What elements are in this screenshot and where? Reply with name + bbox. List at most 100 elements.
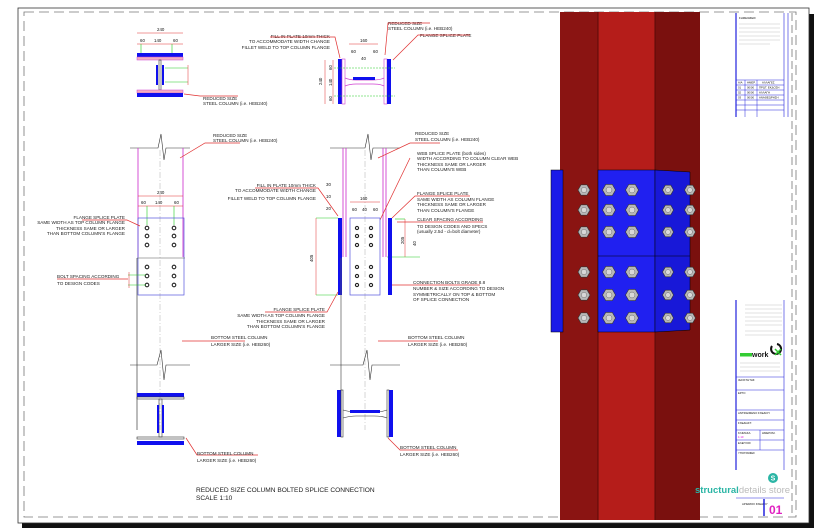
- note-web-splice-plate: WEB SPLICE PLATE (both sides): [417, 151, 486, 156]
- bolt-shank-icon: [628, 206, 636, 214]
- bolt-shank-icon: [687, 292, 693, 298]
- bolt-shank-icon: [581, 269, 587, 275]
- note-web-splice-plate-4: THAN COLUMN'S WEB: [417, 167, 466, 172]
- elevation-right: REDUCED SIZE STEEL COLUMN (i.e. HEB240) …: [228, 131, 518, 430]
- dim-60: 60: [373, 207, 378, 212]
- s-logo-icon: S: [768, 473, 778, 483]
- note-fill-plate-3: FILLET WELD TO TOP COLUMN FLANGE: [228, 196, 316, 201]
- dim-160: 160: [360, 38, 368, 43]
- drawing-title: REDUCED SIZE COLUMN BOLTED SPLICE CONNEC…: [196, 487, 375, 494]
- svg-text:S: S: [771, 476, 776, 483]
- bolt-shank-icon: [628, 291, 636, 299]
- bolt-shank-icon: [605, 206, 613, 214]
- note-web-splice-plate-2: WIDTH ACCORDING TO COLUMN CLEAR WEB: [417, 156, 518, 161]
- scale-label: ΚΛΙΜΑΚΑ: [738, 431, 751, 435]
- bolt-shank-icon: [581, 207, 587, 213]
- note-bottom-column: BOTTOM STEEL COLUMN: [211, 335, 267, 340]
- dim-140: 140: [155, 200, 163, 205]
- rev-cell: 02: [738, 91, 742, 95]
- project-label: ΕΡΓΟ: [738, 391, 746, 395]
- plan-top-right: FILL IN PLATE 10mm THICK TO ACCOMMODATE …: [242, 21, 471, 105]
- note-flange-splice-plate-2: SAME WIDTH AS TOP COLUMN FLANGE: [37, 220, 125, 225]
- note-clear-spacing: CLEAR SPACING ACCORDING: [417, 217, 483, 222]
- dim-60: 60: [173, 38, 178, 43]
- note-bottom-column-2: LARGER SIZE (i.e. HEB260): [408, 342, 468, 347]
- note-reduced-size-2: STEEL COLUMN (i.e. HEB240): [415, 137, 480, 142]
- note-flange-splice-plate-4: THAN COLUMN'S FLANGE: [417, 208, 474, 213]
- note-flange-splice-plate-3: THICKNESS SAME OR LARGER: [256, 319, 326, 324]
- bolt-shank-icon: [665, 269, 671, 275]
- rev-header: A/A: [738, 81, 743, 85]
- bolt-shank-icon: [665, 315, 671, 321]
- rev-cell: 03: [738, 96, 742, 100]
- scale-value: 1:10: [738, 435, 744, 439]
- dim-60: 60: [352, 207, 357, 212]
- title-block: ΣΗΜΕΙΩΣΕΙΣ A/A ΗΜΕΡ. ΑΛΛΑΓΕΣ 01 00/00 ΠΡ…: [695, 13, 793, 517]
- note-reduced-size: REDUCED SIZE: [388, 21, 422, 26]
- note-bolt-spacing: BOLT SPACING ACCORDING: [57, 274, 120, 279]
- company-logo-text: work: [751, 352, 768, 359]
- elevation-left: REDUCED SIZE STEEL COLUMN (i.e. HEB240) …: [37, 133, 278, 430]
- note-reduced-size: REDUCED SIZE: [213, 133, 247, 138]
- note-flange-splice-plate-4: THAN BOTTOM COLUMN'S FLANGE: [247, 324, 325, 329]
- dim-40: 40: [412, 241, 417, 246]
- dim-60: 60: [140, 38, 145, 43]
- note-web-splice-plate-3: THICKNESS SAME OR LARGER: [417, 162, 487, 167]
- rev-header: ΗΜΕΡ.: [747, 81, 756, 85]
- bolt-shank-icon: [605, 291, 613, 299]
- plan-bottom-right: BOTTOM STEEL COLUMN LARGER SIZE (i.e. HE…: [337, 389, 460, 457]
- plan-top-left: 240 60 140 60 REDUCED SIZE STEEL COLUMN …: [136, 27, 268, 106]
- dim-40: 40: [362, 207, 367, 212]
- check-label: ΕΛΕΓΧΟΣ: [738, 441, 751, 445]
- note-flange-splice-plate: FLANGE SPLICE PLATE: [274, 307, 325, 312]
- note-fill-plate: FILL IN PLATE 10mm THICK: [271, 34, 331, 39]
- bolt-shank-icon: [605, 314, 613, 322]
- note-connection-bolts: CONNECTION BOLTS GRADE 8.8: [413, 280, 486, 285]
- dim-240: 240: [318, 77, 323, 85]
- note-flange-splice-plate-2: SAME WIDTH AS TOP COLUMN FLANGE: [237, 313, 325, 318]
- dim-60: 60: [351, 49, 356, 54]
- note-bottom-column-2: LARGER SIZE (i.e. HEB260): [400, 452, 460, 457]
- bolt-shank-icon: [581, 187, 587, 193]
- rev-cell: ΑΛΛΑΓΗ: [759, 91, 770, 95]
- dim-60: 60: [328, 96, 333, 101]
- bolts-3d: [577, 184, 696, 324]
- drawing-frame: [23, 11, 797, 518]
- bolt-holes: [354, 225, 374, 288]
- note-clear-spacing-3: (usually 2.5d - d=bolt diameter): [417, 229, 481, 234]
- rev-cell: 00/00: [747, 96, 754, 100]
- note-reduced-size-2: STEEL COLUMN (i.e. HEB240): [388, 26, 453, 31]
- dim-60: 60: [328, 65, 333, 70]
- note-flange-splice-plate: FLANGE SPLICE PLATE: [420, 33, 471, 38]
- dim-30: 30: [326, 182, 331, 187]
- note-fill-plate-2: TO ACCOMMODATE WIDTH CHANGE: [249, 39, 330, 44]
- dim-205: 205: [400, 236, 405, 244]
- note-connection-bolts-4: OF SPLICE CONNECTION: [413, 297, 469, 302]
- note-bottom-column: BOTTOM STEEL COLUMN: [400, 445, 456, 450]
- note-clear-spacing-2: TO DESIGN CODES AND SPECS: [417, 224, 487, 229]
- note-flange-splice-plate-3: THICKNESS SAME OR LARGER: [56, 226, 126, 231]
- rev-cell: ΑΝΑΘΕΩΡΗΣΗ: [759, 96, 778, 100]
- bolt-shank-icon: [581, 315, 587, 321]
- bolt-shank-icon: [605, 186, 613, 194]
- bolt-shank-icon: [665, 292, 671, 298]
- note-reduced-size-2: STEEL COLUMN (i.e. HEB240): [203, 101, 268, 106]
- owner-label: ΙΔΙΟΚΤΗΤΗΣ: [738, 378, 755, 382]
- plan-bottom-left: BOTTOM STEEL COLUMN LARGER SIZE (i.e. HE…: [136, 393, 258, 463]
- bolt-shank-icon: [687, 187, 693, 193]
- bolt-shank-icon: [581, 292, 587, 298]
- note-bottom-column-2: LARGER SIZE (i.e. HEB260): [211, 342, 271, 347]
- bolt-shank-icon: [687, 315, 693, 321]
- bolt-shank-icon: [687, 207, 693, 213]
- note-reduced-size: REDUCED SIZE: [415, 131, 449, 136]
- bolt-shank-icon: [605, 268, 613, 276]
- dim-160: 160: [360, 196, 368, 201]
- sheet-number: 01: [769, 503, 783, 517]
- sheet-label: ΑΡΙΘΜΟΣ ΣΧΕΔΙΟΥ: [742, 502, 768, 506]
- bolt-shank-icon: [665, 187, 671, 193]
- bolt-shank-icon: [628, 228, 636, 236]
- signatures-label: ΥΠΟΓΡΑΦΕΣ: [738, 451, 755, 455]
- note-flange-splice-plate-2: SAME WIDTH AS COLUMN FLANGE: [417, 197, 494, 202]
- note-bottom-column: BOTTOM STEEL COLUMN: [197, 451, 253, 456]
- dim-10: 10: [326, 194, 331, 199]
